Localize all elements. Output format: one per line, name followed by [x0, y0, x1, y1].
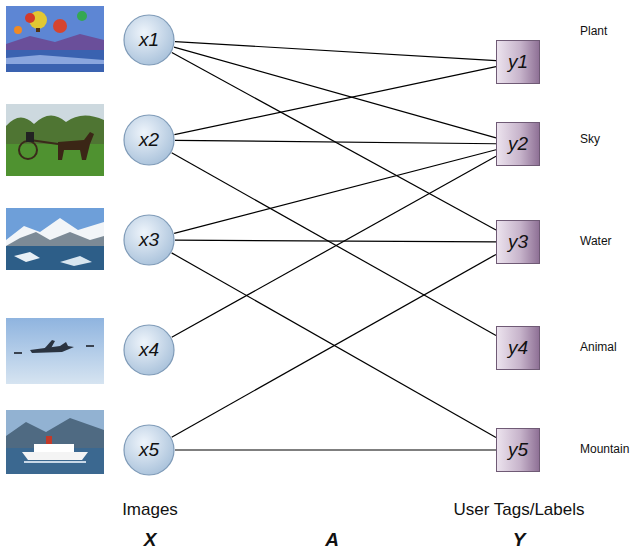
- column-caption: User Tags/Labels: [453, 500, 584, 520]
- image-node: x4: [123, 324, 175, 376]
- association-line: [172, 153, 496, 336]
- image-node: x5: [123, 424, 175, 476]
- circle-outline: [124, 425, 174, 475]
- association-line: [175, 42, 496, 61]
- airplane-photo: [6, 318, 104, 384]
- circle-outline: [124, 15, 174, 65]
- node-label: x2: [139, 130, 159, 151]
- tag-name: Water: [580, 235, 612, 249]
- association-line: [175, 240, 496, 242]
- association-line: [172, 254, 496, 437]
- image-node: x1: [123, 14, 175, 66]
- node-label: x4: [139, 340, 159, 361]
- association-line: [175, 449, 496, 450]
- tag-name: Animal: [580, 341, 617, 355]
- set-symbol: X: [144, 529, 157, 551]
- boat-photo: [6, 410, 104, 474]
- node-label: y3: [508, 232, 528, 253]
- circle-outline: [124, 325, 174, 375]
- set-symbol: Y: [513, 529, 526, 551]
- circle-outline: [124, 215, 174, 265]
- glacier-photo: [6, 208, 104, 270]
- node-label: y4: [508, 338, 528, 359]
- tag-node: y2: [496, 122, 540, 166]
- node-label: x5: [139, 440, 159, 461]
- tag-name: Mountain: [580, 443, 629, 457]
- balloon-photo: [6, 6, 104, 72]
- tag-name: Plant: [580, 25, 607, 39]
- node-label: y5: [508, 440, 528, 461]
- association-line: [172, 52, 496, 229]
- image-node: x2: [123, 114, 175, 166]
- node-label: x1: [139, 30, 159, 51]
- tag-node: y5: [496, 428, 540, 472]
- circle-outline: [124, 115, 174, 165]
- horse-photo: [6, 104, 104, 176]
- association-line: [174, 150, 496, 234]
- association-line: [172, 156, 496, 337]
- matrix-symbol: A: [325, 529, 339, 551]
- association-line: [175, 140, 496, 143]
- tag-node: y4: [496, 326, 540, 370]
- tag-node: y3: [496, 220, 540, 264]
- association-line: [174, 47, 496, 138]
- node-label: y1: [508, 52, 528, 73]
- node-label: y2: [508, 134, 528, 155]
- column-caption: Images: [122, 500, 178, 520]
- image-node: x3: [123, 214, 175, 266]
- association-line: [174, 67, 496, 135]
- node-label: x3: [139, 230, 159, 251]
- tag-name: Sky: [580, 133, 600, 147]
- tag-node: y1: [496, 40, 540, 84]
- association-line: [172, 253, 496, 438]
